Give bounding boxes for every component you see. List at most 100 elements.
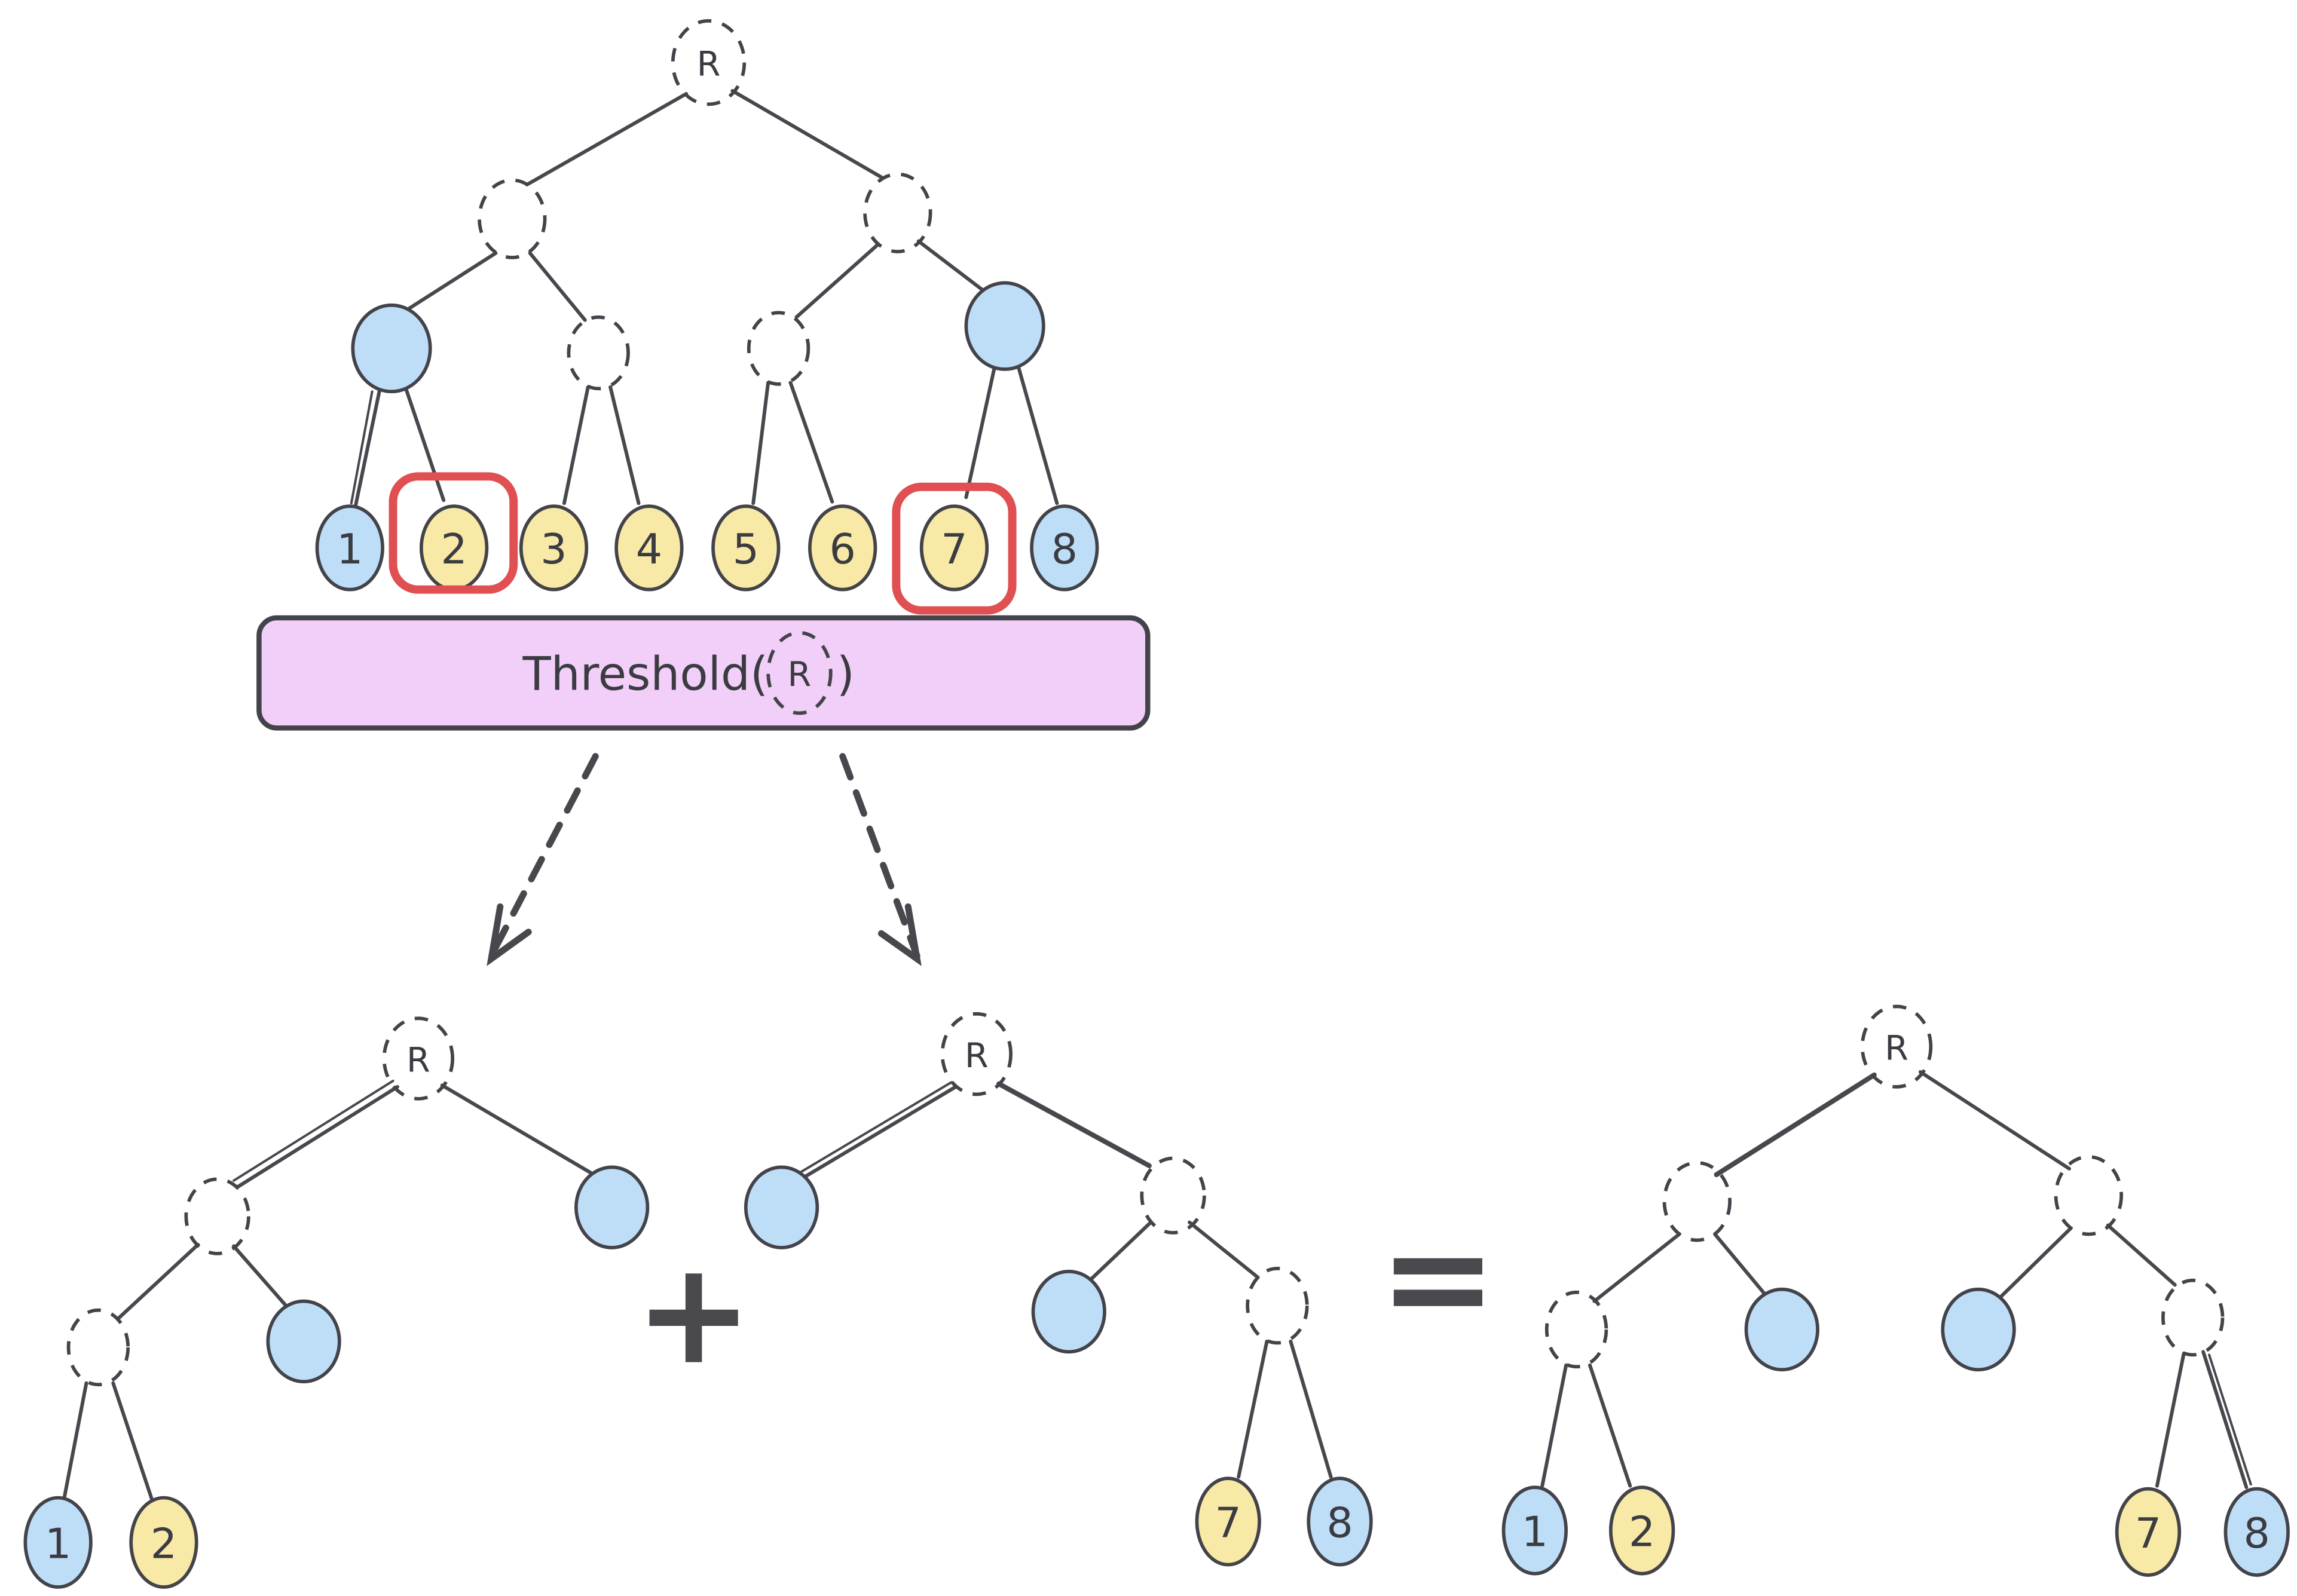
internal-node-blue xyxy=(744,1165,819,1249)
leaf-label: 2 xyxy=(151,1520,177,1568)
tree-edge xyxy=(1713,1232,1769,1299)
root-node-dashed xyxy=(940,1012,1013,1096)
leaf-ellipse xyxy=(1501,1485,1568,1576)
root-node-dashed xyxy=(1860,1004,1933,1089)
leaf-label: 7 xyxy=(2135,1509,2161,1558)
split-arrow-left xyxy=(488,753,599,960)
root-node-label: R xyxy=(697,44,721,84)
tree-edge xyxy=(2155,1351,2186,1488)
tree-edge-sketch xyxy=(233,1079,394,1182)
internal-node-blue xyxy=(574,1165,650,1249)
internal-node-dashed xyxy=(478,178,547,259)
split-arrows xyxy=(487,753,922,966)
tree-edge xyxy=(1592,1232,1681,1303)
leaf-ellipse xyxy=(808,504,877,592)
internal-node-dashed xyxy=(1246,1266,1309,1345)
tree-edge xyxy=(404,388,446,503)
tree-edge xyxy=(525,91,689,186)
split-arrow-left-head xyxy=(487,903,532,966)
tree-edge xyxy=(1918,1070,2071,1171)
internal-node-dashed xyxy=(863,172,932,253)
tree-edge xyxy=(916,239,989,295)
leaf-label: 8 xyxy=(1326,1499,1353,1547)
tree-edge xyxy=(440,1083,596,1177)
root-node-dashed xyxy=(382,1016,455,1101)
tree-edge xyxy=(1188,1220,1260,1279)
tree-edge xyxy=(111,1381,154,1502)
internal-node-dashed xyxy=(66,1308,130,1387)
root-node-label: R xyxy=(406,1040,430,1080)
plus-operator: + xyxy=(635,1231,753,1396)
leaf-node-4: 4 xyxy=(614,504,684,592)
tree-edge xyxy=(403,251,498,313)
threshold-rect xyxy=(256,615,1151,731)
tree-edge xyxy=(1016,364,1059,506)
leaf-ellipse xyxy=(919,504,989,592)
internal-node-blue xyxy=(964,281,1045,371)
tree-edge xyxy=(1540,1363,1568,1488)
leaf-label: 6 xyxy=(829,525,855,574)
leaf-node-6: 6 xyxy=(808,504,877,592)
tree-edge xyxy=(1289,1339,1333,1479)
tree-edge xyxy=(1996,1226,2073,1302)
root-node-label: R xyxy=(1885,1028,1908,1068)
tree-edge-sketch xyxy=(795,1081,953,1176)
tree-edge xyxy=(799,1085,958,1181)
leaf-ellipse xyxy=(1608,1485,1675,1576)
leaf-label: 2 xyxy=(441,525,467,574)
tree-edge xyxy=(2106,1223,2177,1287)
tree-edge xyxy=(730,88,883,179)
leaf-ellipse xyxy=(519,504,589,592)
leaf-node-1: 1 xyxy=(1501,1485,1568,1576)
leaf-ellipse xyxy=(1307,1476,1373,1567)
source-tree: R 1 2 3 4 5 6 xyxy=(315,19,1099,615)
threshold-box: Threshold( R ) xyxy=(256,615,1151,731)
internal-node-dashed xyxy=(747,311,810,386)
split-arrow-right xyxy=(839,753,920,960)
leaf-label: 8 xyxy=(1051,525,1078,574)
threshold-label-after: ) xyxy=(837,648,855,701)
tree-edge xyxy=(751,381,770,506)
root-node-dashed xyxy=(671,19,747,106)
leaf-label: 1 xyxy=(45,1520,71,1568)
split-arrow-right-head xyxy=(877,903,922,966)
tree-edge xyxy=(996,1081,1152,1169)
leaf-node-7: 7 xyxy=(919,504,989,592)
result-tree-right: R 1 2 7 8 xyxy=(1501,1004,2290,1577)
internal-node-blue xyxy=(266,1299,341,1384)
tree-edge xyxy=(232,1244,289,1309)
tree-edge xyxy=(788,381,834,504)
leaf-node-2: 2 xyxy=(419,504,489,592)
tree-edge xyxy=(115,1242,200,1321)
internal-node-dashed xyxy=(1662,1161,1732,1242)
tree-edge xyxy=(1086,1222,1151,1284)
leaf-node-3: 3 xyxy=(519,504,589,592)
leaf-node-2: 2 xyxy=(1608,1485,1675,1576)
tree-edge xyxy=(354,388,382,507)
tree-edge xyxy=(1237,1339,1269,1479)
tree-edge xyxy=(62,1381,88,1502)
leaf-node-7: 7 xyxy=(1195,1476,1261,1567)
leaf-node-8: 8 xyxy=(2223,1487,2290,1577)
leaf-node-2: 2 xyxy=(129,1496,198,1589)
leaf-ellipse xyxy=(1030,504,1099,592)
internal-node-dashed xyxy=(1140,1156,1206,1234)
leaf-ellipse xyxy=(129,1496,198,1589)
highlight-box-leaf-7 xyxy=(892,482,1017,615)
internal-node-dashed xyxy=(1544,1290,1608,1369)
tree-edge-sketch xyxy=(350,390,374,505)
highlight-box-leaf-2 xyxy=(389,472,518,594)
leaf-node-7: 7 xyxy=(2115,1487,2182,1577)
internal-node-blue xyxy=(1941,1287,2016,1372)
leaf-node-1: 1 xyxy=(23,1496,93,1589)
leaf-node-1: 1 xyxy=(315,504,384,592)
leaf-label: 5 xyxy=(733,525,759,574)
leaf-label: 1 xyxy=(337,525,363,574)
tree-edge xyxy=(562,385,590,506)
internal-node-blue xyxy=(351,303,432,394)
leaf-label: 2 xyxy=(1629,1508,1655,1556)
internal-node-dashed xyxy=(2054,1155,2123,1236)
leaf-ellipse xyxy=(1195,1476,1261,1567)
leaf-ellipse xyxy=(614,504,684,592)
